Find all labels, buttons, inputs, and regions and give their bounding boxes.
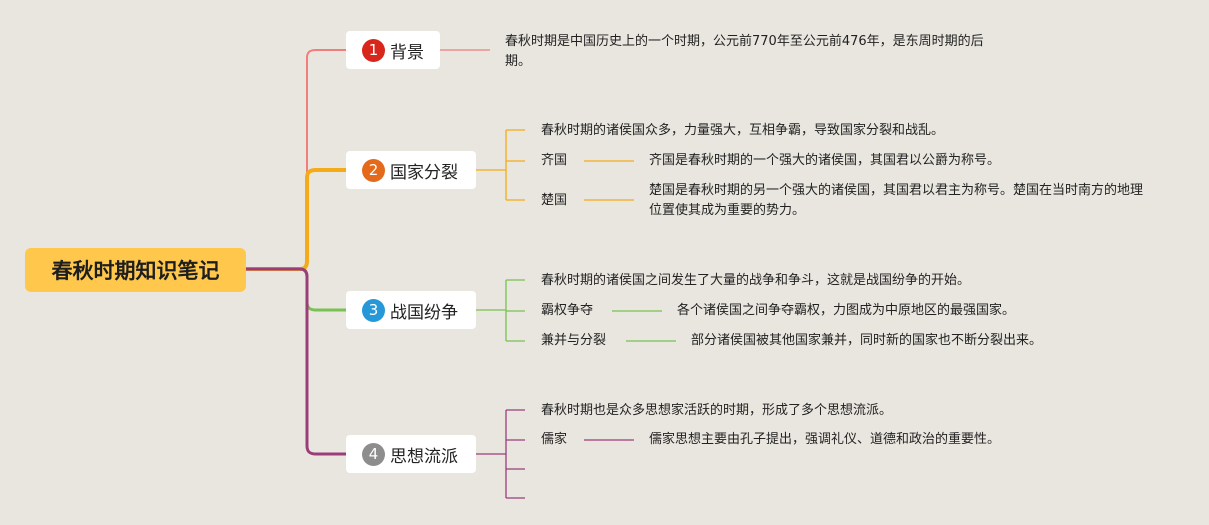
branch-2-node[interactable]: 2 国家分裂 <box>346 151 476 189</box>
b2-item-3-text: 楚国是春秋时期的另一个强大的诸侯国，其国君以君主为称号。楚国在当时南方的地理位置… <box>649 183 1144 218</box>
branch-3-label: 战国纷争 <box>390 302 458 323</box>
b4-fork <box>505 409 525 499</box>
branch-1-label: 背景 <box>390 42 424 63</box>
b2-item-1-text: 春秋时期的诸侯国众多，力量强大，互相争霸，导致国家分裂和战乱。 <box>541 123 945 138</box>
b1-item-1-text: 春秋时期是中国历史上的一个时期，公元前770年至公元前476年，是东周时期的后期… <box>505 34 984 69</box>
branch-4-node[interactable]: 4 思想流派 <box>346 435 476 473</box>
trunk-2 <box>246 168 346 271</box>
branch-2-label: 国家分裂 <box>390 162 458 183</box>
trunk-3 <box>246 267 346 312</box>
branch-3-badge: 3 <box>362 298 385 322</box>
b3-item-3-label: 兼并与分裂 <box>541 333 607 348</box>
trunk-4 <box>246 267 346 456</box>
b4-item-2-label: 儒家 <box>541 432 568 447</box>
branch-1-badge: 1 <box>362 38 385 62</box>
b4-item-1-text: 春秋时期也是众多思想家活跃的时期，形成了多个思想流派。 <box>541 403 893 418</box>
b4-item-2-text: 儒家思想主要由孔子提出，强调礼仪、道德和政治的重要性。 <box>649 432 1001 447</box>
b3-fork <box>505 279 525 342</box>
b2-fork <box>505 129 525 201</box>
branch-3-node[interactable]: 3 战国纷争 <box>346 291 476 329</box>
b3-item-2-text: 各个诸侯国之间争夺霸权，力图成为中原地区的最强国家。 <box>677 303 1016 318</box>
b2-item-2-label: 齐国 <box>541 153 568 168</box>
trunk-1 <box>246 49 346 270</box>
b2-item-3-label: 楚国 <box>541 193 568 208</box>
b3-item-1-text: 春秋时期的诸侯国之间发生了大量的战争和争斗，这就是战国纷争的开始。 <box>541 273 971 288</box>
branch-4-label: 思想流派 <box>390 446 458 467</box>
root-node[interactable]: 春秋时期知识笔记 <box>25 248 246 292</box>
b2-item-2-text: 齐国是春秋时期的一个强大的诸侯国，其国君以公爵为称号。 <box>649 153 1001 168</box>
branch-4-badge: 4 <box>362 442 385 466</box>
branch-1-node[interactable]: 1 背景 <box>346 31 440 69</box>
b3-item-2-label: 霸权争夺 <box>541 303 594 318</box>
b3-item-3-text: 部分诸侯国被其他国家兼并，同时新的国家也不断分裂出来。 <box>691 333 1043 348</box>
root-label: 春秋时期知识笔记 <box>51 259 220 283</box>
branch-2-badge: 2 <box>362 158 385 182</box>
